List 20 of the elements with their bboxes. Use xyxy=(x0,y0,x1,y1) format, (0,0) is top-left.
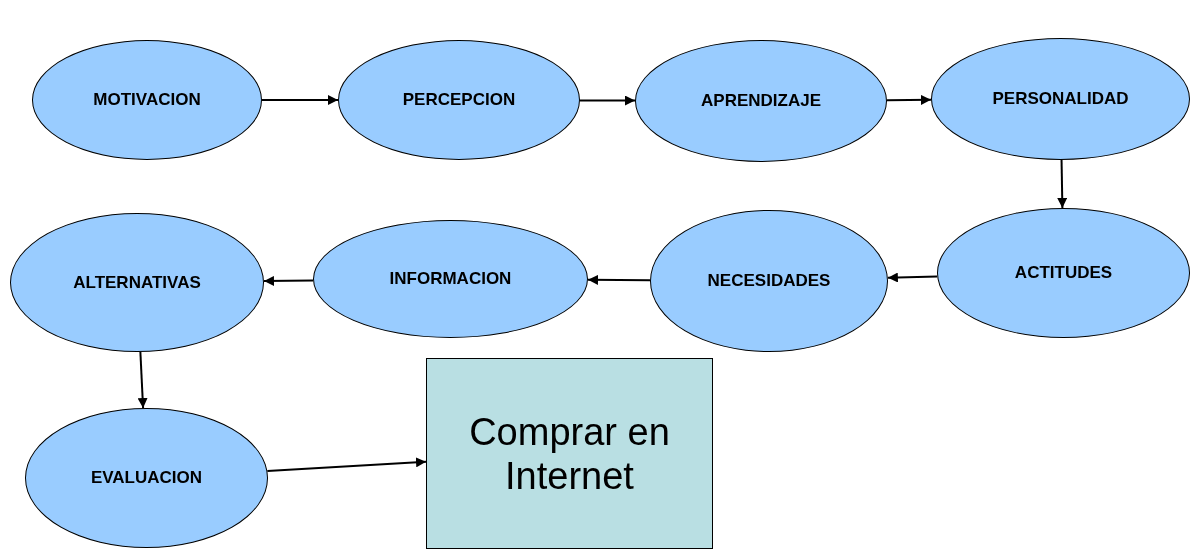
node-label: NECESIDADES xyxy=(706,270,832,293)
node-label: Comprar en Internet xyxy=(468,409,671,498)
arrow xyxy=(886,94,932,105)
arrow xyxy=(1057,159,1068,209)
node-label: EVALUACION xyxy=(89,467,204,490)
arrow xyxy=(886,272,939,283)
arrow xyxy=(262,275,315,286)
arrow xyxy=(261,95,339,105)
node-label: MOTIVACION xyxy=(92,89,202,112)
arrow xyxy=(579,95,636,106)
node-label: INFORMACION xyxy=(388,268,513,291)
node-label: PERCEPCION xyxy=(401,89,517,112)
node-label: ALTERNATIVAS xyxy=(72,271,202,294)
process-box xyxy=(426,358,713,549)
node-label: PERSONALIDAD xyxy=(991,88,1130,111)
arrow xyxy=(266,457,427,472)
arrow xyxy=(587,274,651,285)
node-label: ACTITUDES xyxy=(1013,262,1114,285)
node-label: APRENDIZAJE xyxy=(700,90,822,113)
arrow xyxy=(137,351,148,410)
